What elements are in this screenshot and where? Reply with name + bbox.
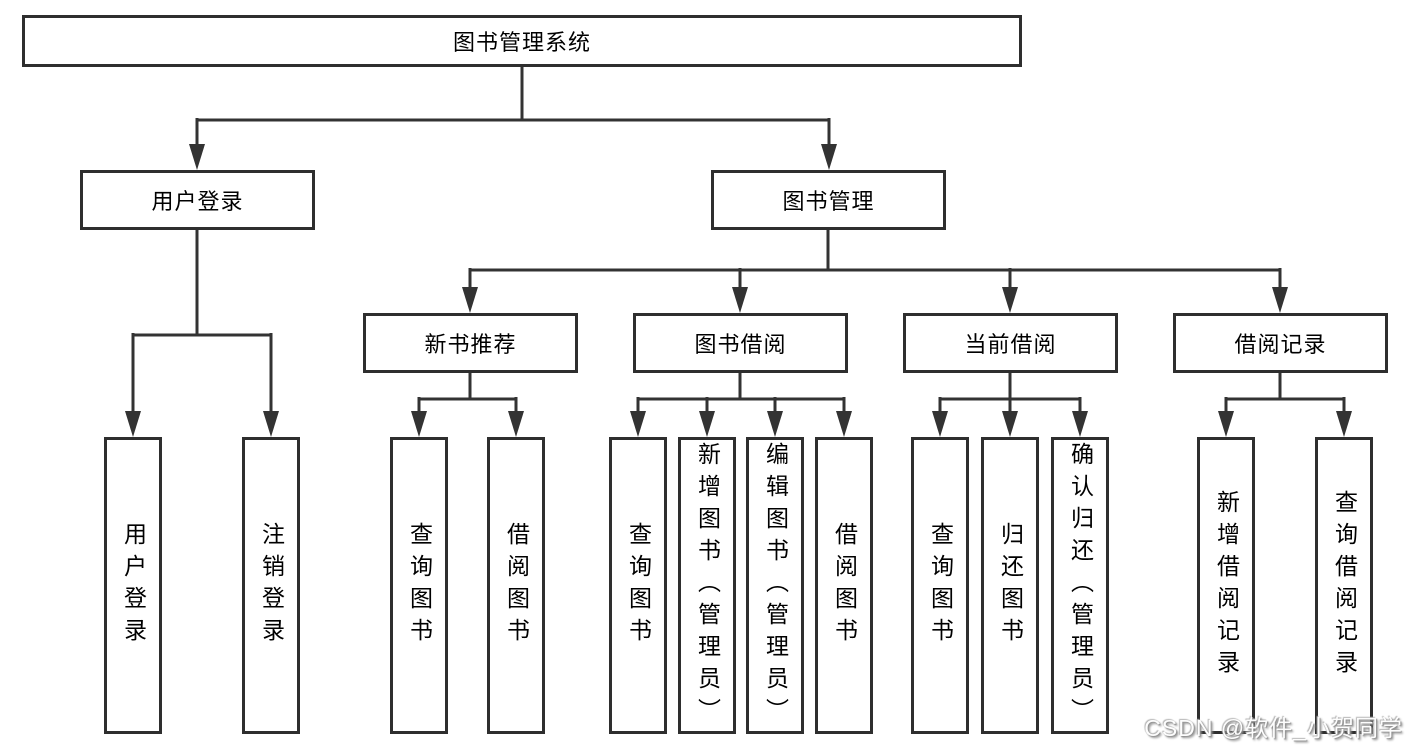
- leaf-recommend-borrow-books-label: 借阅图书: [503, 521, 530, 650]
- leaf-borrow-query-books-label: 查询图书: [625, 521, 652, 650]
- watermark: CSDN @软件_小贺同学: [1144, 715, 1403, 741]
- leaf-edit-books-admin-label: 编辑图书（管理员）: [762, 441, 789, 730]
- node-book-management-label: 图书管理: [782, 189, 875, 214]
- leaf-borrow-books-label: 借阅图书: [831, 521, 858, 650]
- node-book-management: 图书管理: [711, 170, 946, 230]
- leaf-user-login-label: 用户登录: [120, 521, 147, 650]
- leaf-user-login: 用户登录: [104, 437, 162, 734]
- leaf-confirm-return-admin-label: 确认归还（管理员）: [1067, 441, 1094, 730]
- leaf-add-borrow-record: 新增借阅记录: [1197, 437, 1255, 734]
- node-current-borrow-label: 当前借阅: [964, 332, 1057, 357]
- node-user-login-label: 用户登录: [151, 189, 244, 214]
- leaf-add-borrow-record-label: 新增借阅记录: [1213, 489, 1240, 682]
- leaf-current-query-books-label: 查询图书: [927, 521, 954, 650]
- node-root: 图书管理系统: [22, 15, 1022, 67]
- leaf-borrow-query-books: 查询图书: [609, 437, 667, 734]
- node-root-label: 图书管理系统: [452, 30, 591, 55]
- leaf-add-books-admin-label: 新增图书（管理员）: [694, 441, 721, 730]
- node-new-book-recommend-label: 新书推荐: [424, 332, 517, 357]
- leaf-return-books: 归还图书: [981, 437, 1039, 734]
- node-book-borrow-label: 图书借阅: [694, 332, 787, 357]
- leaf-confirm-return-admin: 确认归还（管理员）: [1051, 437, 1109, 734]
- node-book-borrow: 图书借阅: [633, 313, 848, 373]
- leaf-recommend-query-books-label: 查询图书: [406, 521, 433, 650]
- node-new-book-recommend: 新书推荐: [363, 313, 578, 373]
- leaf-return-books-label: 归还图书: [997, 521, 1024, 650]
- leaf-logout: 注销登录: [242, 437, 300, 734]
- node-borrow-records-label: 借阅记录: [1234, 332, 1327, 357]
- leaf-edit-books-admin: 编辑图书（管理员）: [746, 437, 804, 734]
- node-user-login: 用户登录: [80, 170, 315, 230]
- node-current-borrow: 当前借阅: [903, 313, 1118, 373]
- leaf-logout-label: 注销登录: [258, 521, 285, 650]
- node-borrow-records: 借阅记录: [1173, 313, 1388, 373]
- leaf-query-borrow-record: 查询借阅记录: [1315, 437, 1373, 734]
- leaf-recommend-borrow-books: 借阅图书: [487, 437, 545, 734]
- leaf-recommend-query-books: 查询图书: [390, 437, 448, 734]
- leaf-current-query-books: 查询图书: [911, 437, 969, 734]
- leaf-borrow-books: 借阅图书: [815, 437, 873, 734]
- leaf-add-books-admin: 新增图书（管理员）: [678, 437, 736, 734]
- leaf-query-borrow-record-label: 查询借阅记录: [1331, 489, 1358, 682]
